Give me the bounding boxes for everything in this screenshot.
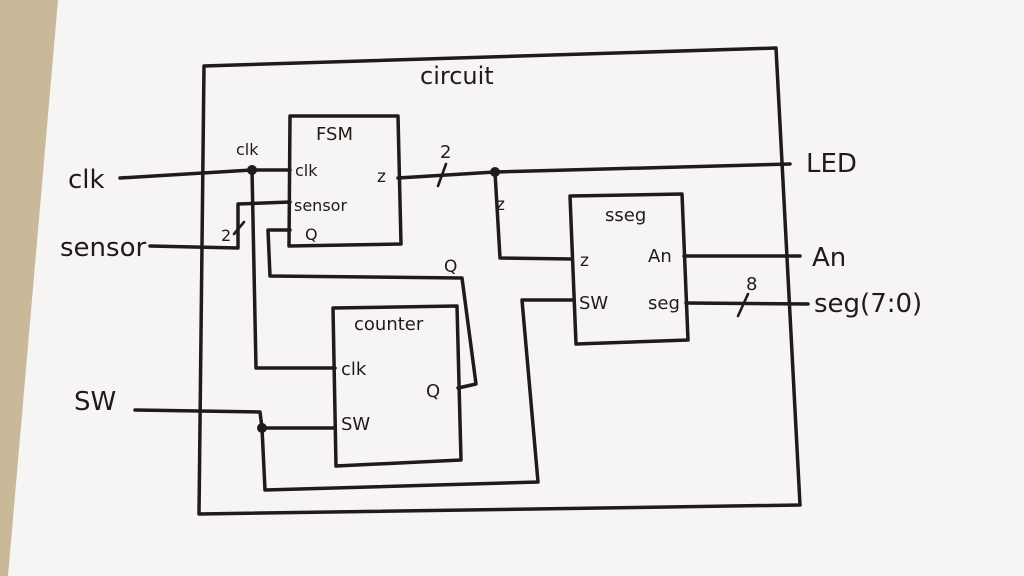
paper-sheet xyxy=(8,0,1024,576)
circuit-boundary xyxy=(197,46,802,516)
bus-slash-seg xyxy=(736,292,750,318)
junction-sw xyxy=(257,423,267,433)
fsm-port-z: z xyxy=(377,167,386,187)
bus-width-z: 2 xyxy=(440,142,451,163)
wire-seg-out xyxy=(684,301,810,306)
counter-block xyxy=(331,304,463,468)
counter-port-clk: clk xyxy=(341,359,367,380)
output-label-seg: seg(7:0) xyxy=(814,289,922,319)
counter-title: counter xyxy=(354,314,424,335)
bus-slash-z xyxy=(436,162,448,188)
junction-clk xyxy=(247,165,257,175)
input-label-clk: clk xyxy=(68,165,105,195)
input-label-sw: SW xyxy=(74,387,116,417)
sseg-port-z: z xyxy=(580,251,589,271)
output-label-led: LED xyxy=(806,149,857,179)
fsm-title: FSM xyxy=(316,124,353,145)
wire-q-feedback xyxy=(266,228,478,390)
circuit-title: circuit xyxy=(420,62,494,90)
wire-sensor-in xyxy=(148,200,292,250)
sseg-title: sseg xyxy=(605,205,646,226)
sseg-port-an: An xyxy=(648,246,672,267)
sseg-port-sw: SW xyxy=(579,293,608,314)
counter-port-q: Q xyxy=(426,381,440,402)
fsm-port-q: Q xyxy=(305,225,318,244)
wire-sw-branch xyxy=(260,298,574,492)
wire-label-q: Q xyxy=(444,257,457,277)
bus-slash-sensor xyxy=(232,220,246,236)
sseg-port-seg: seg xyxy=(648,293,680,314)
wire-clk-branch xyxy=(250,168,337,370)
sseg-block xyxy=(568,192,690,346)
wire-z-branch xyxy=(493,170,574,261)
bus-width-seg: 8 xyxy=(746,274,757,295)
wire-label-clk: clk xyxy=(236,140,259,159)
fsm-port-clk: clk xyxy=(295,161,318,180)
wire-label-z: z xyxy=(496,195,505,215)
input-label-sensor: sensor xyxy=(60,233,146,263)
counter-port-sw: SW xyxy=(341,414,370,435)
fsm-port-sensor: sensor xyxy=(294,196,347,215)
output-label-an: An xyxy=(812,243,846,273)
wire-sw-in xyxy=(133,408,337,430)
bus-width-sensor: 2 xyxy=(221,226,231,245)
junction-z xyxy=(490,167,500,177)
